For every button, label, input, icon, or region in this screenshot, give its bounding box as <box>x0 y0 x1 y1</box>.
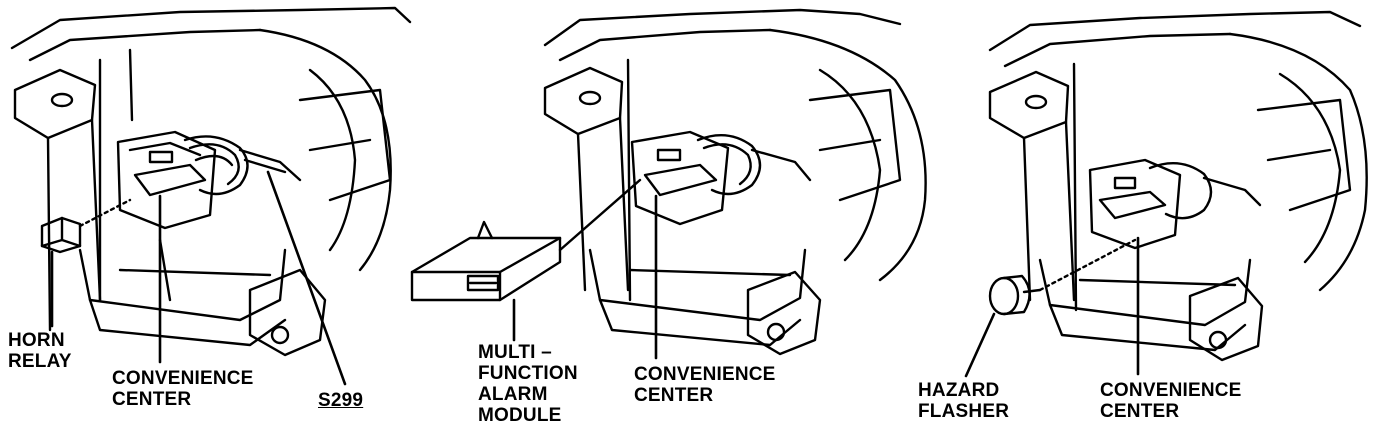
panel-3-leader-lines <box>964 236 1140 378</box>
hazard-flasher-leader <box>964 312 996 378</box>
panel-2-dashboard-drawing <box>410 8 927 356</box>
convenience-center-label-2: CONVENIENCE CENTER <box>634 364 776 406</box>
horn-relay-label-line-1: HORN <box>8 330 65 351</box>
convenience-center-label-1-line-2: CENTER <box>112 389 192 410</box>
panel-1-leader-lines <box>50 170 347 386</box>
hazard-flasher-label-line-2: FLASHER <box>918 401 1010 422</box>
panel-2-leader-lines <box>512 194 658 360</box>
alarm-module-label-line-3: ALARM <box>478 384 548 405</box>
s299-splice-label: S299 <box>318 390 363 411</box>
convenience-center-label-1: CONVENIENCE CENTER <box>112 368 254 410</box>
convenience-center-label-3-line-2: CENTER <box>1100 401 1180 422</box>
convenience-center-label-3: CONVENIENCE CENTER <box>1100 380 1242 422</box>
alarm-module-label-line-4: MODULE <box>478 405 562 426</box>
convenience-center-label-3-line-1: CONVENIENCE <box>1100 380 1242 401</box>
panel-3-dashboard-drawing <box>988 10 1368 362</box>
s299-leader <box>266 170 347 386</box>
convenience-center-label-2-line-2: CENTER <box>634 385 714 406</box>
alarm-module-label-line-2: FUNCTION <box>478 363 578 384</box>
alarm-module-label-line-1: MULTI – <box>478 342 552 363</box>
hazard-flasher-label: HAZARD FLASHER <box>918 380 1009 422</box>
panel-1-dashboard-drawing <box>10 6 412 357</box>
hazard-flasher-label-line-1: HAZARD <box>918 380 1000 401</box>
convenience-center-label-2-line-1: CONVENIENCE <box>634 364 776 385</box>
s299-splice-label-text: S299 <box>318 390 364 411</box>
multifunction-alarm-module-label: MULTI – FUNCTION ALARM MODULE <box>478 342 578 426</box>
horn-relay-label-line-2: RELAY <box>8 351 72 372</box>
horn-relay-label: HORN RELAY <box>8 330 72 372</box>
convenience-center-label-1-line-1: CONVENIENCE <box>112 368 254 389</box>
